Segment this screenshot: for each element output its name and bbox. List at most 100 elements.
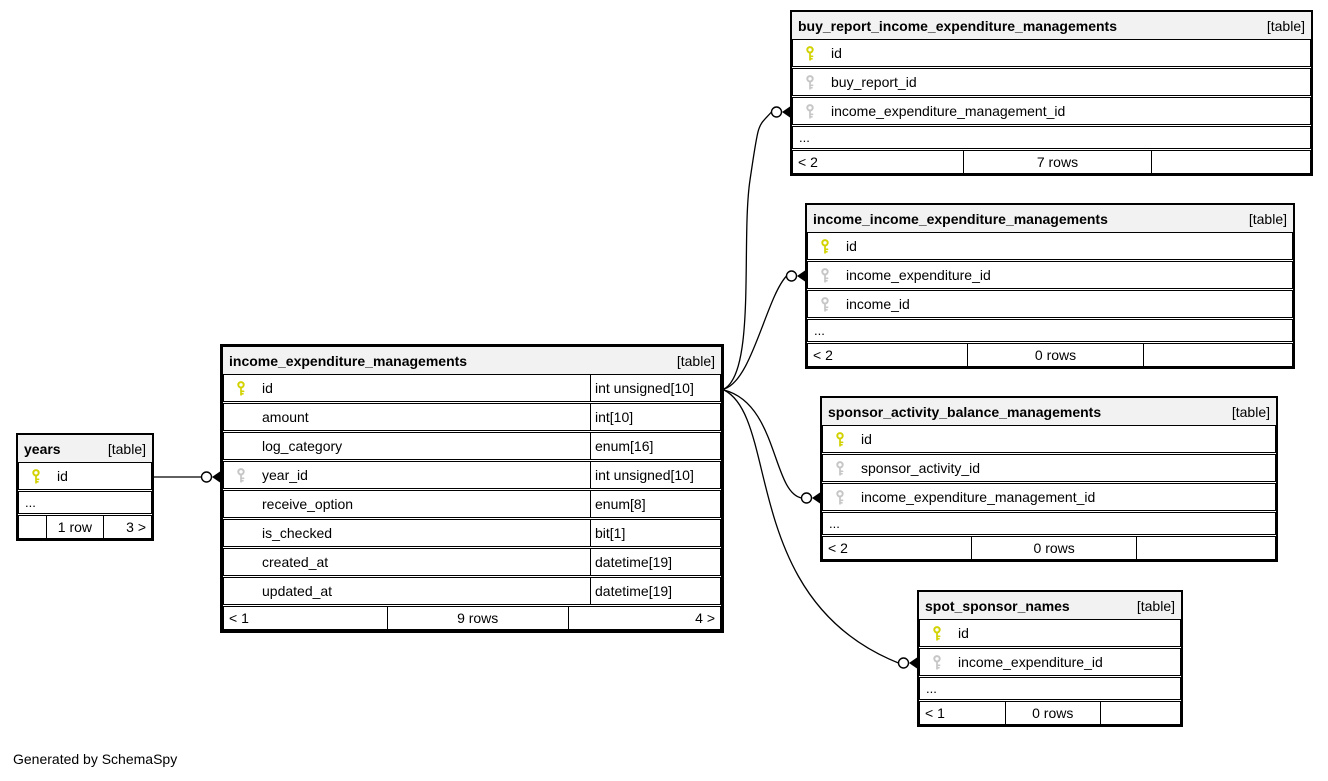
footer-rowcount: 1 row bbox=[47, 516, 105, 538]
table-name[interactable]: income_expenditure_managements bbox=[229, 352, 468, 369]
primary-key-icon bbox=[819, 238, 831, 255]
column-name: created_at bbox=[262, 554, 329, 570]
table-node-buy-report-income-expenditure-managements[interactable]: buy_report_income_expenditure_management… bbox=[790, 10, 1313, 176]
footer-rowcount: 0 rows bbox=[1006, 702, 1101, 724]
table-name[interactable]: income_income_expenditure_managements bbox=[813, 210, 1108, 227]
column-name: id bbox=[958, 625, 969, 641]
table-row: income_expenditure_id bbox=[807, 261, 1293, 289]
table-name[interactable]: years bbox=[24, 440, 61, 457]
cardinality-circle-marker bbox=[800, 492, 813, 504]
foreign-key-icon bbox=[819, 296, 831, 313]
foreign-key-icon bbox=[804, 103, 816, 120]
table-row: income_expenditure_management_id bbox=[822, 483, 1276, 511]
table-footer: < 2 0 rows bbox=[822, 536, 1276, 560]
crowfoot-arrow-marker bbox=[909, 657, 917, 669]
icon-spacer bbox=[235, 525, 247, 542]
table-row: id bbox=[807, 233, 1293, 260]
more-columns-ellipsis: ... bbox=[18, 491, 152, 514]
relationship-line bbox=[723, 275, 787, 390]
footer-children: 4 > bbox=[695, 610, 715, 626]
column-type: enum[8] bbox=[590, 491, 720, 517]
column-type: int unsigned[10] bbox=[590, 462, 720, 488]
table-header[interactable]: buy_report_income_expenditure_management… bbox=[792, 12, 1311, 40]
footer-parents bbox=[19, 516, 47, 538]
primary-key-icon bbox=[235, 380, 247, 397]
table-header[interactable]: years [table] bbox=[18, 435, 152, 463]
column-name: is_checked bbox=[262, 525, 333, 541]
icon-spacer bbox=[235, 496, 247, 513]
table-name[interactable]: spot_sponsor_names bbox=[925, 597, 1070, 614]
table-row: sponsor_activity_id bbox=[822, 454, 1276, 482]
primary-key-icon bbox=[931, 625, 943, 642]
table-node-income-expenditure-managements[interactable]: income_expenditure_managements [table] i… bbox=[220, 344, 724, 633]
table-name[interactable]: buy_report_income_expenditure_management… bbox=[798, 17, 1117, 34]
table-tag: [table] bbox=[1231, 403, 1270, 420]
relationship-years-to-income-expenditure bbox=[154, 471, 220, 483]
table-footer: < 2 7 rows bbox=[792, 150, 1311, 174]
column-name: income_expenditure_id bbox=[958, 654, 1103, 670]
column-type: int[10] bbox=[590, 404, 720, 430]
cardinality-circle-marker bbox=[785, 270, 798, 282]
primary-key-icon bbox=[804, 45, 816, 62]
primary-key-icon bbox=[834, 431, 846, 448]
crowfoot-arrow-marker bbox=[797, 270, 805, 282]
column-type: enum[16] bbox=[590, 433, 720, 459]
column-type: int unsigned[10] bbox=[590, 375, 720, 401]
foreign-key-icon bbox=[819, 267, 831, 284]
table-header[interactable]: spot_sponsor_names [table] bbox=[919, 592, 1181, 620]
column-name: year_id bbox=[262, 467, 308, 483]
column-type: datetime[19] bbox=[590, 549, 720, 575]
footer-rowcount: 9 rows bbox=[388, 607, 569, 629]
column-name: income_id bbox=[846, 296, 910, 312]
table-header[interactable]: sponsor_activity_balance_managements [ta… bbox=[822, 398, 1276, 426]
table-row: amount int[10] bbox=[223, 403, 721, 431]
footer-parents: < 1 bbox=[224, 607, 388, 629]
table-footer: < 2 0 rows bbox=[807, 343, 1293, 367]
foreign-key-icon bbox=[804, 74, 816, 91]
footer-children: 3 > bbox=[126, 519, 146, 535]
foreign-key-icon bbox=[834, 489, 846, 506]
relationship-iem-to-spot-sponsor bbox=[723, 389, 917, 669]
table-node-income-income-expenditure-managements[interactable]: income_income_expenditure_managements [t… bbox=[805, 203, 1295, 369]
table-header[interactable]: income_income_expenditure_managements [t… bbox=[807, 205, 1293, 233]
table-footer: 1 row 3 > bbox=[18, 515, 152, 539]
table-node-spot-sponsor-names[interactable]: spot_sponsor_names [table] id income_exp… bbox=[917, 590, 1183, 727]
column-name: id bbox=[846, 238, 857, 254]
table-name[interactable]: sponsor_activity_balance_managements bbox=[828, 403, 1102, 420]
relationship-iem-to-income-income bbox=[723, 270, 805, 390]
column-type: datetime[19] bbox=[590, 578, 720, 604]
foreign-key-icon bbox=[235, 467, 247, 484]
table-node-sponsor-activity-balance-managements[interactable]: sponsor_activity_balance_managements [ta… bbox=[820, 396, 1278, 562]
column-name: id bbox=[861, 431, 872, 447]
relationship-iem-to-sponsor-activity bbox=[723, 389, 820, 504]
table-row: id bbox=[18, 463, 152, 490]
table-node-years[interactable]: years [table] id ... 1 row 3 > bbox=[16, 433, 154, 541]
more-columns-ellipsis: ... bbox=[822, 512, 1276, 535]
crowfoot-arrow-marker bbox=[212, 471, 220, 483]
table-row: id bbox=[919, 620, 1181, 647]
table-header[interactable]: income_expenditure_managements [table] bbox=[223, 347, 721, 375]
footer-rowcount: 0 rows bbox=[972, 537, 1138, 559]
column-name: income_expenditure_management_id bbox=[861, 489, 1096, 505]
footer-children bbox=[1137, 537, 1275, 559]
table-footer: < 1 0 rows bbox=[919, 701, 1181, 725]
column-name: receive_option bbox=[262, 496, 354, 512]
footer-parents: < 2 bbox=[823, 537, 973, 559]
footer-rowcount: 0 rows bbox=[968, 344, 1145, 366]
table-row: buy_report_id bbox=[792, 68, 1311, 96]
crowfoot-arrow-marker bbox=[812, 492, 820, 504]
icon-spacer bbox=[235, 554, 247, 571]
foreign-key-icon bbox=[931, 654, 943, 671]
more-columns-ellipsis: ... bbox=[807, 319, 1293, 342]
table-row: created_at datetime[19] bbox=[223, 548, 721, 576]
footer-rowcount: 7 rows bbox=[964, 151, 1153, 173]
more-columns-ellipsis: ... bbox=[792, 126, 1311, 149]
primary-key-icon bbox=[30, 468, 42, 485]
relationship-line bbox=[723, 389, 802, 499]
cardinality-circle-marker bbox=[200, 471, 213, 483]
table-row: income_expenditure_management_id bbox=[792, 97, 1311, 125]
footer-children bbox=[1101, 702, 1180, 724]
column-type: bit[1] bbox=[590, 520, 720, 546]
